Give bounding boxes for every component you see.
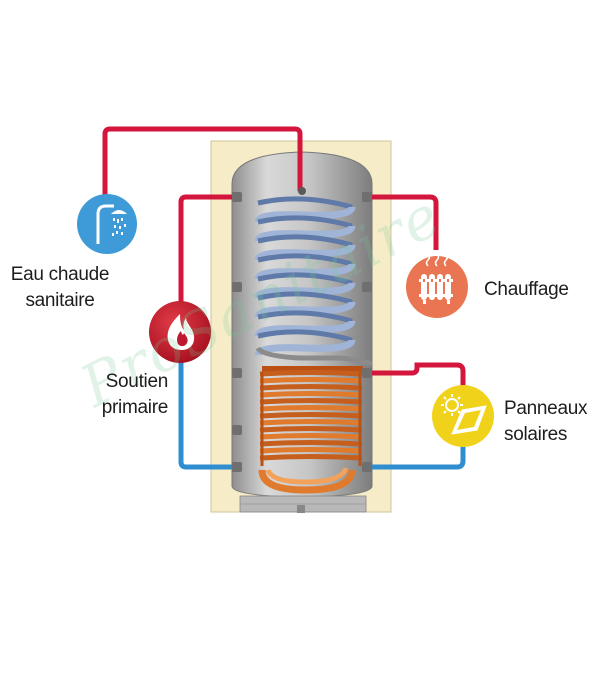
copper-coil-turn <box>259 419 363 426</box>
label-line: primaire <box>101 397 169 418</box>
coil-turn-front <box>254 300 356 319</box>
coil-turn-back <box>257 329 353 343</box>
coil-turn-back <box>257 272 353 286</box>
hot-water-pipe <box>102 126 303 198</box>
coil-turn-front <box>254 281 356 300</box>
copper-coil-turn <box>259 377 363 384</box>
copper-coil-turn <box>259 433 363 440</box>
coil-turn-back <box>257 196 353 210</box>
solar-panel-icon <box>432 385 494 447</box>
label-chauffage: Chauffage <box>484 277 569 303</box>
solar-exchanger-coil <box>258 366 363 494</box>
radiator-icon <box>406 253 468 318</box>
label-line: Eau chaude <box>10 264 110 285</box>
coil-turn-back <box>257 253 353 267</box>
copper-coil-turn <box>259 440 363 447</box>
label-panneaux-solaires: Panneaux solaires <box>504 396 587 448</box>
upper-heat-exchanger-coil <box>254 196 373 367</box>
label-line: Panneaux <box>504 398 588 419</box>
coil-turn-front <box>254 205 356 224</box>
copper-coil-turn <box>259 384 363 391</box>
coil-turn-back <box>257 310 353 324</box>
copper-coil-turn <box>259 454 363 461</box>
label-line: solaires <box>504 424 568 445</box>
label-line: Chauffage <box>484 279 569 300</box>
label-eau-chaude-sanitaire: Eau chaude sanitaire <box>0 262 120 314</box>
copper-coil-turn <box>259 370 363 377</box>
coil-turn-front <box>254 243 356 262</box>
coil-turn-back <box>257 291 353 305</box>
label-line: Soutien <box>105 371 169 392</box>
coil-turn-front <box>254 319 356 338</box>
label-soutien-primaire: Soutien primaire <box>60 369 169 421</box>
copper-coil-turn <box>259 398 363 405</box>
coil-turn-front <box>254 262 356 281</box>
copper-coil-turn <box>259 391 363 398</box>
label-line: sanitaire <box>25 290 95 311</box>
copper-coil-side <box>260 372 362 466</box>
coil-outlet <box>255 346 373 367</box>
coil-turn-front <box>254 224 356 243</box>
coil-turn-back <box>257 234 353 248</box>
copper-coil-turn <box>259 405 363 412</box>
copper-coil-turn <box>259 426 363 433</box>
primary-supply-pipe <box>178 194 232 305</box>
solar-cold-pipe <box>372 445 466 470</box>
coil-turn-back <box>257 215 353 229</box>
solar-hot-pipe <box>372 362 466 386</box>
flame-icon <box>149 301 211 363</box>
copper-coil-turn <box>259 447 363 454</box>
pipe-fittings <box>232 187 372 513</box>
shower-icon <box>77 194 137 254</box>
primary-return-pipe <box>178 360 232 470</box>
heating-pipe <box>372 194 439 250</box>
copper-coil-turn <box>259 412 363 419</box>
